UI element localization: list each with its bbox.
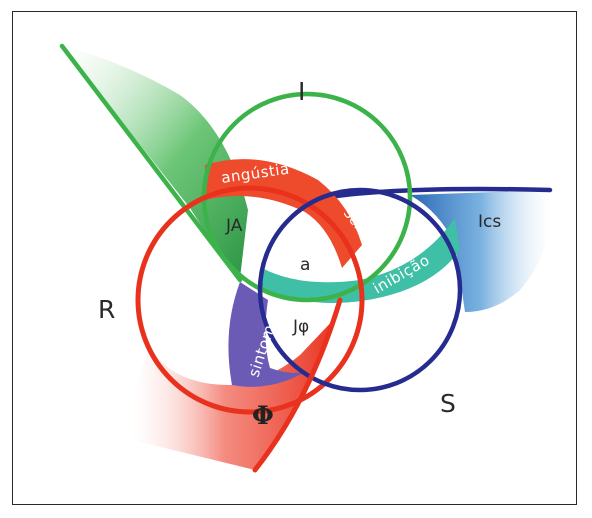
- real-wing: [131, 315, 338, 470]
- label-symbolic: S: [440, 389, 456, 418]
- label-imaginary: I: [298, 77, 305, 106]
- real-ring: [135, 185, 365, 415]
- label-unconscious: Ics: [478, 212, 501, 232]
- real-wing-edge: [252, 297, 343, 473]
- symptom-band: [228, 282, 305, 387]
- label-phallic-jouissance: Jφ: [292, 317, 309, 337]
- label-other-jouissance: JA: [225, 216, 243, 236]
- label-real: R: [98, 295, 115, 324]
- symbolic-wing: [410, 190, 551, 312]
- imaginary-wing-edge: [59, 43, 243, 283]
- inhibition-band: [262, 218, 460, 304]
- symbolic-ring: [257, 187, 463, 393]
- label-object-a: a: [300, 255, 310, 275]
- symbolic-wing-edge: [319, 186, 553, 201]
- label-phallus: Φ: [252, 401, 274, 430]
